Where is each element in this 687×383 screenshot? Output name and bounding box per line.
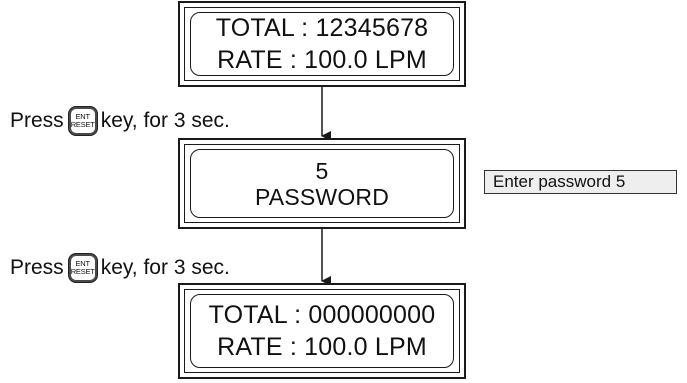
- lcd-bezel: [184, 144, 460, 223]
- instruction-suffix: key, for 3 sec.: [100, 109, 230, 132]
- key-label-bottom: RESET: [70, 120, 95, 129]
- instruction-step-2: Press ENT RESET key, for 3 sec.: [10, 253, 230, 283]
- lcd-display-reset: TOTAL : 000000000 RATE : 100.0 LPM: [178, 283, 466, 379]
- key-label-top: ENT: [75, 112, 90, 121]
- key-label-bottom: RESET: [70, 267, 95, 276]
- lcd-rate-line: RATE : 100.0 LPM: [217, 333, 427, 361]
- lcd-display-password: 5 PASSWORD: [178, 138, 466, 229]
- lcd-total-line: TOTAL : 12345678: [215, 14, 429, 42]
- note-enter-password: Enter password 5: [484, 170, 677, 194]
- lcd-password-label: PASSWORD: [254, 183, 390, 210]
- instruction-suffix: key, for 3 sec.: [100, 256, 230, 279]
- lcd-screen: 5 PASSWORD: [190, 149, 454, 218]
- lcd-display-initial: TOTAL : 12345678 RATE : 100.0 LPM: [178, 1, 466, 87]
- ent-reset-key-icon: ENT RESET: [67, 253, 98, 283]
- ent-reset-key-icon: ENT RESET: [67, 106, 98, 136]
- instruction-prefix: Press: [10, 256, 64, 279]
- lcd-bezel: [184, 7, 460, 81]
- key-label-top: ENT: [75, 259, 90, 268]
- lcd-screen: TOTAL : 12345678 RATE : 100.0 LPM: [190, 12, 454, 76]
- instruction-step-1: Press ENT RESET key, for 3 sec.: [10, 106, 230, 136]
- lcd-bezel: [184, 289, 460, 373]
- lcd-password-value: 5: [315, 157, 329, 184]
- lcd-screen: TOTAL : 000000000 RATE : 100.0 LPM: [190, 294, 454, 368]
- lcd-total-line: TOTAL : 000000000: [208, 301, 436, 329]
- instruction-prefix: Press: [10, 109, 64, 132]
- lcd-rate-line: RATE : 100.0 LPM: [217, 46, 427, 74]
